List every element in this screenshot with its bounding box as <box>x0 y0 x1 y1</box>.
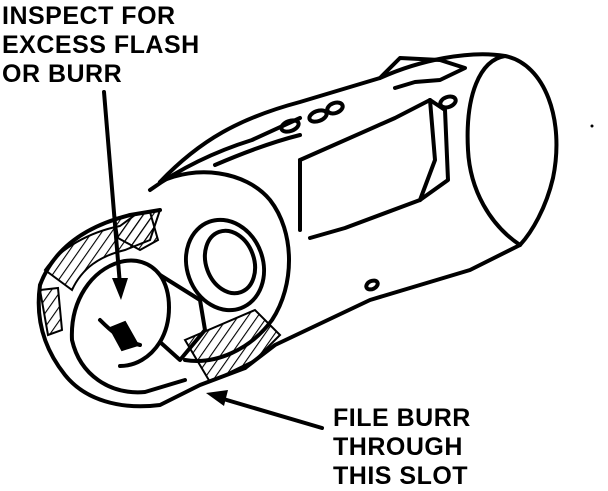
cylinder-body-outline <box>158 52 559 370</box>
inspect-flash-callout: INSPECT FOR EXCESS FLASH OR BURR <box>2 2 200 89</box>
plunger-shaft <box>118 258 171 368</box>
callout-line: THROUGH <box>333 433 463 461</box>
collar-inner <box>69 260 187 395</box>
oil-hole-4 <box>438 94 458 110</box>
hatched-section-left <box>38 286 64 337</box>
arrowhead-file-burr <box>206 390 228 406</box>
flat-surface <box>298 98 450 240</box>
hatched-section-bottom <box>183 308 282 384</box>
cylinder-end-cap <box>465 54 522 247</box>
callout-line: FILE BURR <box>333 404 471 432</box>
callout-line: EXCESS FLASH <box>2 31 200 59</box>
oil-hole-2 <box>307 108 329 124</box>
burr-mark <box>108 320 140 352</box>
oil-hole-1 <box>279 118 301 134</box>
callout-line: OR BURR <box>2 60 123 88</box>
oil-hole-3 <box>325 100 345 116</box>
plunger-bore-inner <box>202 228 258 296</box>
file-burr-callout: FILE BURR THROUGH THIS SLOT <box>333 404 471 491</box>
callout-line: THIS SLOT <box>333 462 469 490</box>
leader-line-file-burr <box>218 396 324 430</box>
plunger-bore <box>183 217 267 313</box>
flat-edge <box>418 98 437 202</box>
side-slot <box>364 278 380 292</box>
arrowhead-inspect <box>112 278 128 300</box>
top-notch <box>378 56 467 90</box>
callout-line: INSPECT FOR <box>2 2 176 30</box>
leader-line-inspect <box>102 90 122 287</box>
